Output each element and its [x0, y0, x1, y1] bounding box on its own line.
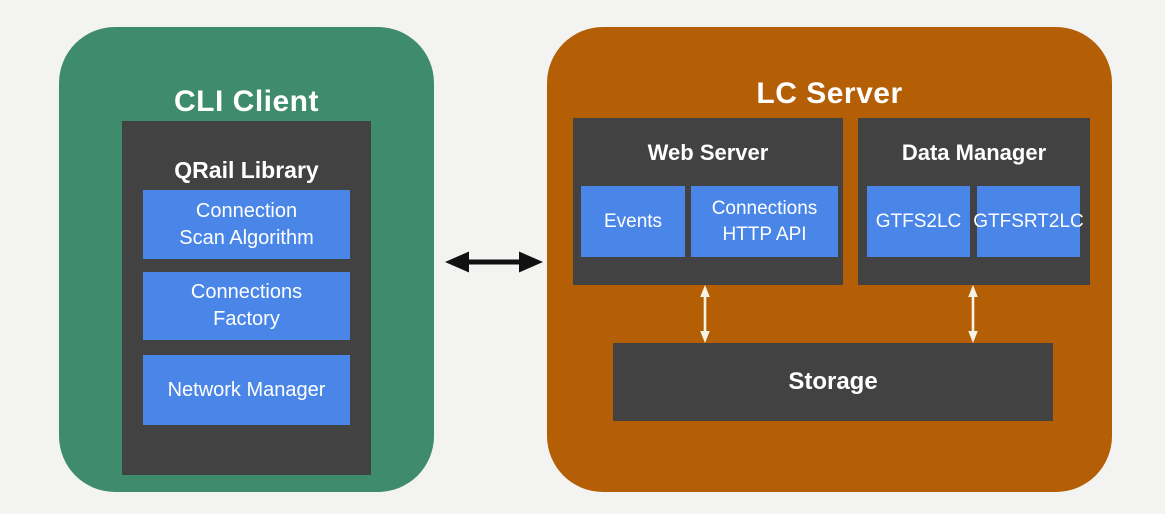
lc-server-panel: LC Server Web Server Events Connections …	[547, 27, 1112, 492]
connections-factory-module: Connections Factory	[143, 272, 350, 340]
lc-server-title: LC Server	[756, 77, 903, 110]
cli-client-panel: CLI Client QRail Library Connection Scan…	[59, 27, 434, 492]
qrail-library-box: QRail Library Connection Scan Algorithm …	[122, 121, 371, 475]
client-server-bidirectional-arrow-icon	[445, 251, 543, 273]
events-module: Events	[581, 186, 685, 257]
data-manager-storage-bidirectional-arrow-icon	[968, 285, 978, 343]
connection-scan-algorithm-module: Connection Scan Algorithm	[143, 190, 350, 259]
storage-title: Storage	[788, 368, 878, 395]
web-server-box: Web Server Events Connections HTTP API	[573, 118, 843, 285]
data-manager-title: Data Manager	[901, 140, 1047, 165]
gtfsrt2lc-module: GTFSRT2LC	[973, 186, 1084, 257]
gtfs2lc-module: GTFS2LC	[867, 186, 970, 257]
qrail-library-title: QRail Library	[174, 157, 319, 183]
network-manager-module: Network Manager	[143, 355, 350, 425]
data-manager-box: Data Manager GTFS2LC GTFSRT2LC	[858, 118, 1090, 285]
cli-client-title: CLI Client	[174, 85, 319, 118]
connections-http-api-module: Connections HTTP API	[691, 186, 838, 257]
web-server-storage-bidirectional-arrow-icon	[700, 285, 710, 343]
web-server-title: Web Server	[647, 140, 769, 165]
storage-box: Storage	[613, 343, 1053, 421]
